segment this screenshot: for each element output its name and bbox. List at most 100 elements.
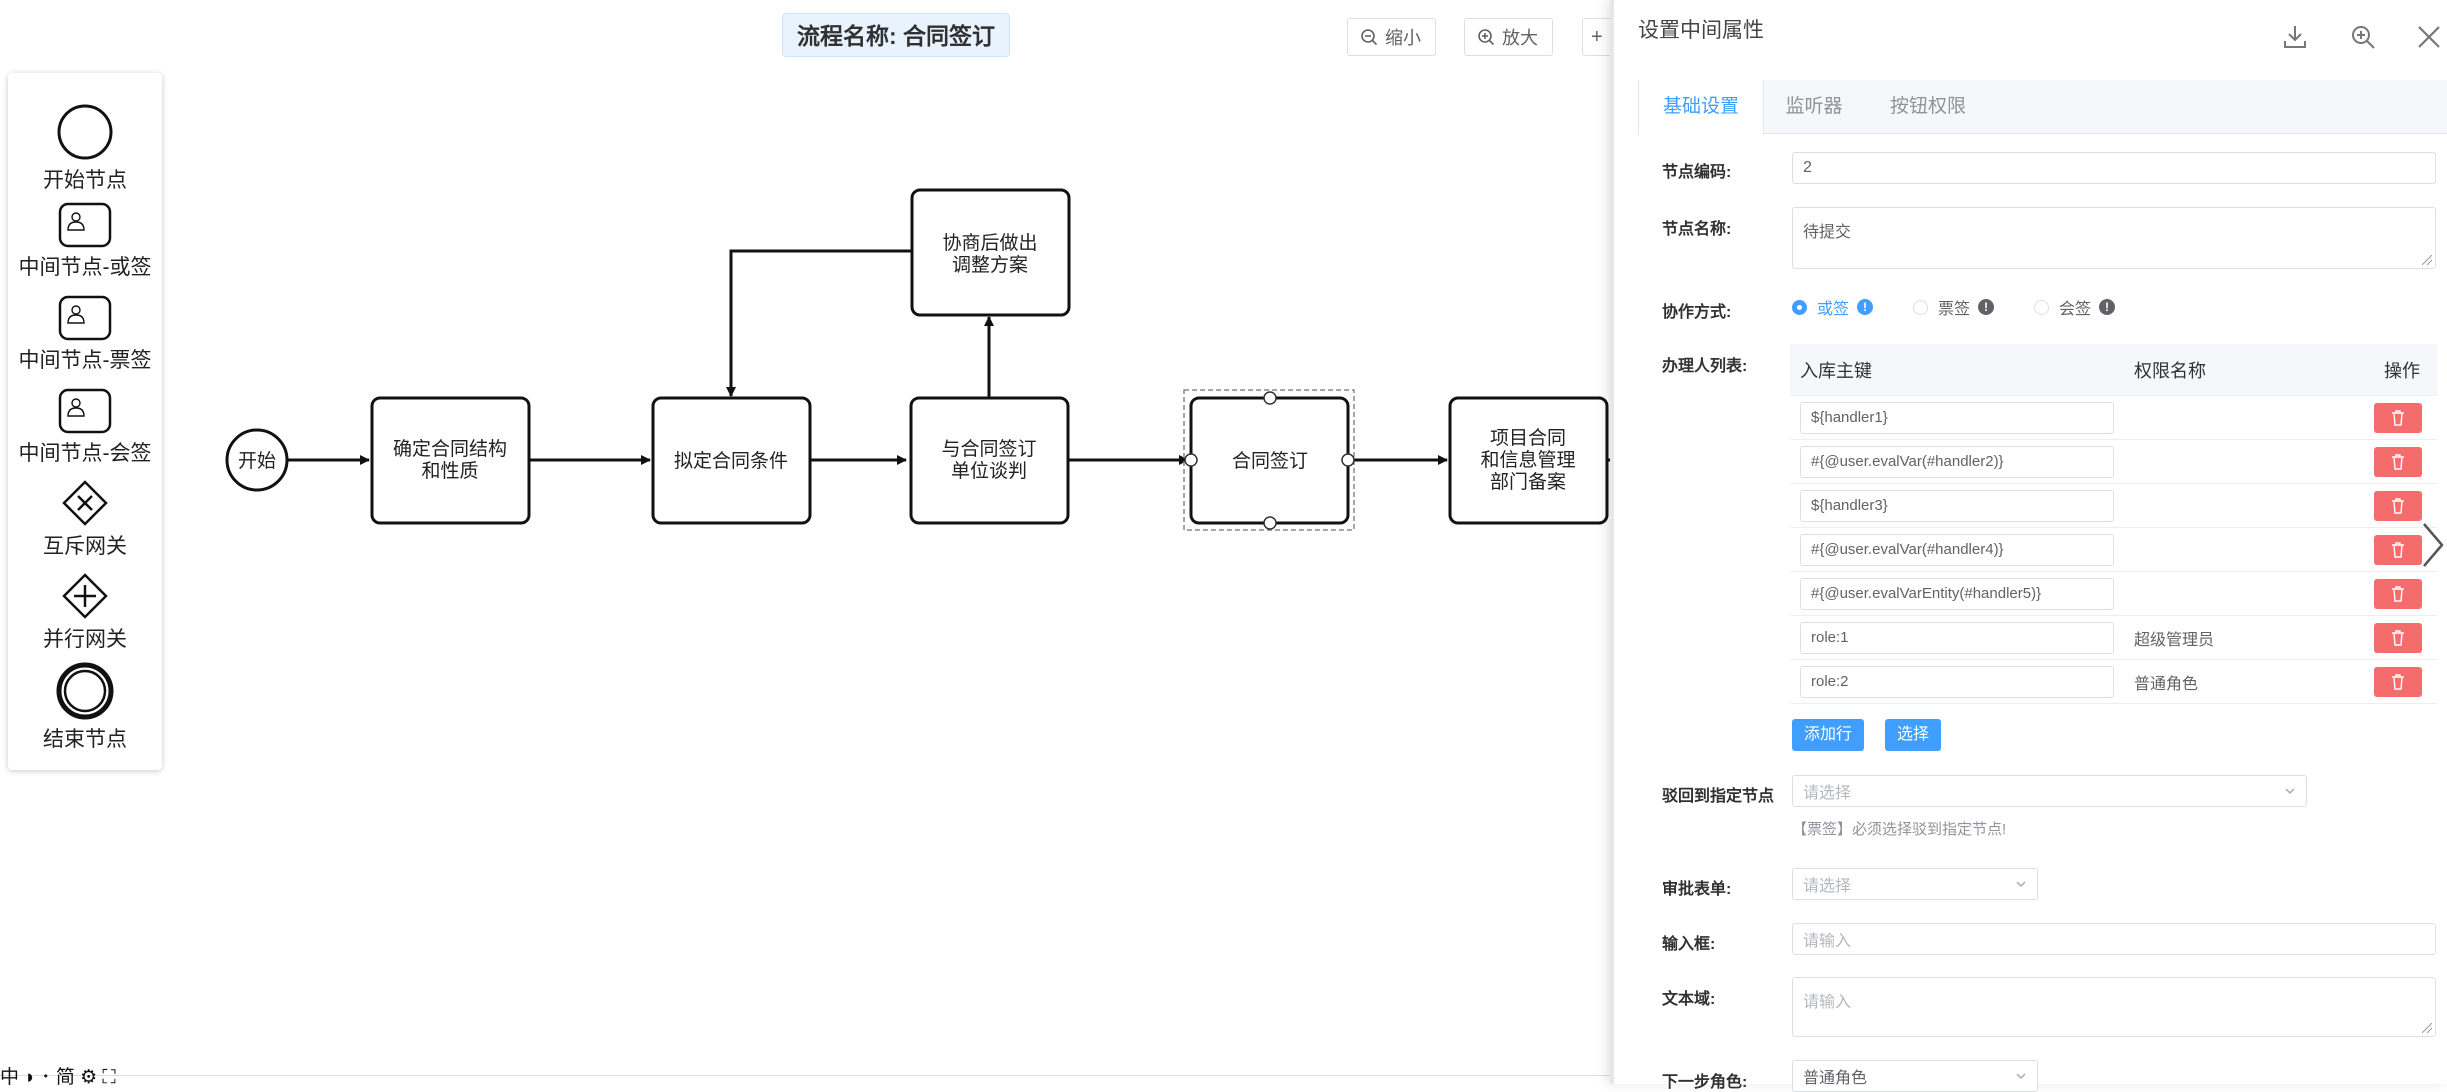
handler-key-input[interactable]: #{@user.evalVarEntity(#handler5)} xyxy=(1800,577,2114,610)
radio-label: 会签 xyxy=(2059,301,2092,318)
connection-handle[interactable] xyxy=(1263,391,1277,405)
radio-counter-sign[interactable]: 会签 ! xyxy=(2034,295,2116,319)
task-label-line: 协商后做出 xyxy=(942,232,1037,254)
handler-key-input[interactable]: role:2 xyxy=(1800,665,2114,698)
info-icon[interactable]: ! xyxy=(1978,299,1995,315)
radio-label: 或签 xyxy=(1817,301,1850,318)
user-task-icon xyxy=(58,295,112,341)
text-area-label: 文本域: xyxy=(1662,991,1716,1008)
task-label-line: 项目合同 xyxy=(1490,427,1566,449)
handler-key-input[interactable]: ${handler3} xyxy=(1800,489,2114,522)
start-event-node[interactable]: 开始 xyxy=(225,428,289,492)
palette-parallel-gateway[interactable]: 并行网关 xyxy=(8,572,162,653)
reject-node-label: 驳回到指定节点 xyxy=(1662,788,1775,805)
info-icon[interactable]: ! xyxy=(1857,299,1874,315)
node-code-input[interactable]: 2 xyxy=(1792,152,2436,184)
delete-row-button[interactable] xyxy=(2374,578,2422,609)
chevron-down-icon xyxy=(2016,1073,2026,1080)
radio-vote-sign[interactable]: 票签 ! xyxy=(1913,295,1995,319)
download-icon[interactable] xyxy=(2280,22,2310,52)
select-button[interactable]: 选择 xyxy=(1885,719,1942,751)
palette-vote-sign-task[interactable]: 中间节点-票签 xyxy=(8,295,162,374)
zoom-in-icon xyxy=(1478,29,1495,46)
column-header-actions: 操作 xyxy=(2384,360,2420,381)
delete-row-button[interactable] xyxy=(2374,446,2422,477)
flow-n4-n2[interactable] xyxy=(726,249,912,397)
radio-dot xyxy=(2034,299,2050,315)
node-name-textarea[interactable]: 待提交 xyxy=(1792,207,2436,269)
delete-row-button[interactable] xyxy=(2374,490,2422,521)
handler-key-input[interactable]: role:1 xyxy=(1800,621,2114,654)
close-icon[interactable] xyxy=(2414,22,2444,52)
connection-handle[interactable] xyxy=(1341,453,1355,467)
cooperation-label: 协作方式: xyxy=(1662,304,1732,321)
exclusive-gateway-icon xyxy=(62,480,108,526)
chevron-right-icon[interactable] xyxy=(2418,520,2447,570)
palette-end-event[interactable]: 结束节点 xyxy=(8,662,162,753)
task-node-adjust-plan[interactable]: 协商后做出 调整方案 xyxy=(910,188,1071,317)
zoom-in-label: 放大 xyxy=(1502,28,1538,48)
palette-or-sign-task[interactable]: 中间节点-或签 xyxy=(8,202,162,281)
delete-row-button[interactable] xyxy=(2374,402,2422,433)
column-header-permission: 权限名称 xyxy=(2134,360,2206,381)
handler-key-input[interactable]: ${handler1} xyxy=(1800,401,2114,434)
input-box[interactable]: 请输入 xyxy=(1792,923,2436,955)
palette-counter-sign-task[interactable]: 中间节点-会签 xyxy=(8,388,162,467)
handler-key-input[interactable]: #{@user.evalVar(#handler4)} xyxy=(1800,533,2114,566)
tab-basic-settings[interactable]: 基础设置 xyxy=(1638,80,1764,135)
trash-icon xyxy=(2392,629,2404,646)
task-node-contract-signing[interactable]: 合同签订 xyxy=(1183,389,1355,531)
task-label-line: 和性质 xyxy=(421,460,478,482)
cooperation-radio-group: 或签 ! 票签 ! 会签 ! xyxy=(1792,296,2155,318)
row-key-cell: #{@user.evalVarEntity(#handler5)} xyxy=(1800,577,2114,610)
info-icon[interactable]: ! xyxy=(2099,299,2116,315)
row-key-cell: #{@user.evalVar(#handler4)} xyxy=(1800,533,2114,566)
task-node-archive[interactable]: 项目合同 和信息管理 部门备案 xyxy=(1448,396,1609,525)
handler-key-input[interactable]: #{@user.evalVar(#handler2)} xyxy=(1800,445,2114,478)
trash-icon xyxy=(2392,453,2404,470)
add-row-button[interactable]: 添加行 xyxy=(1792,719,1865,751)
zoom-icon[interactable] xyxy=(2348,22,2378,52)
zoom-out-label: 缩小 xyxy=(1385,28,1421,48)
task-node-negotiate[interactable]: 与合同签订 单位谈判 xyxy=(909,396,1070,525)
process-diagram: 开始 确定合同结构 和性质 拟定合同条件 与合同签订 单位谈判 协商后做出 调整… xyxy=(225,188,1610,531)
approval-form-select[interactable]: 请选择 xyxy=(1792,868,2038,900)
row-action-cell xyxy=(2374,622,2422,653)
ime-status-bar[interactable]: 中 ◗ ･ 简 ⚙ ⛶ xyxy=(0,1067,116,1088)
delete-row-button[interactable] xyxy=(2374,622,2422,653)
next-role-select[interactable]: 普通角色 xyxy=(1792,1060,2038,1092)
bpmn-canvas[interactable]: 流程名称: 合同签订 缩小 放大 + 开始节点 中间节点-或签 中间节点-票签 … xyxy=(0,0,1622,1088)
row-action-cell xyxy=(2374,666,2422,697)
resize-grip-icon[interactable] xyxy=(2422,1023,2432,1033)
text-area[interactable]: 请输入 xyxy=(1792,977,2436,1037)
plus-icon: + xyxy=(1591,25,1603,48)
delete-row-button[interactable] xyxy=(2374,666,2422,697)
palette-exclusive-gateway[interactable]: 互斥网关 xyxy=(8,479,162,560)
zoom-out-button[interactable]: 缩小 xyxy=(1347,18,1436,56)
task-node-draft-conditions[interactable]: 拟定合同条件 xyxy=(651,396,812,525)
panel-tabs: 基础设置 监听器 按钮权限 xyxy=(1638,80,2447,135)
connection-handle[interactable] xyxy=(1263,516,1277,530)
reject-hint: 【票签】必须选择驳到指定节点! xyxy=(1792,821,2007,838)
zoom-in-button[interactable]: 放大 xyxy=(1464,18,1553,56)
task-label-line: 拟定合同条件 xyxy=(674,450,788,472)
tab-listeners[interactable]: 监听器 xyxy=(1785,96,1843,117)
palette-start-event[interactable]: 开始节点 xyxy=(8,103,162,194)
delete-row-button[interactable] xyxy=(2374,534,2422,565)
parallel-gateway-icon xyxy=(62,573,108,619)
end-event-icon xyxy=(56,662,114,720)
tab-button-permissions[interactable]: 按钮权限 xyxy=(1889,96,1966,117)
connection-handle[interactable] xyxy=(1184,453,1198,467)
panel-title: 设置中间属性 xyxy=(1638,19,1764,42)
radio-label: 票签 xyxy=(1938,301,1971,318)
task-node-contract-structure[interactable]: 确定合同结构 和性质 xyxy=(370,396,531,525)
column-header-key: 入库主键 xyxy=(1800,360,1872,381)
radio-or-sign[interactable]: 或签 ! xyxy=(1792,295,1874,319)
row-action-cell xyxy=(2374,446,2422,477)
element-palette: 开始节点 中间节点-或签 中间节点-票签 中间节点-会签 互斥网关 并行网关 结… xyxy=(8,73,162,770)
resize-grip-icon[interactable] xyxy=(2422,255,2432,265)
table-row: #{@user.evalVar(#handler2)} xyxy=(1790,440,2437,484)
reject-node-select[interactable]: 请选择 xyxy=(1792,775,2307,807)
